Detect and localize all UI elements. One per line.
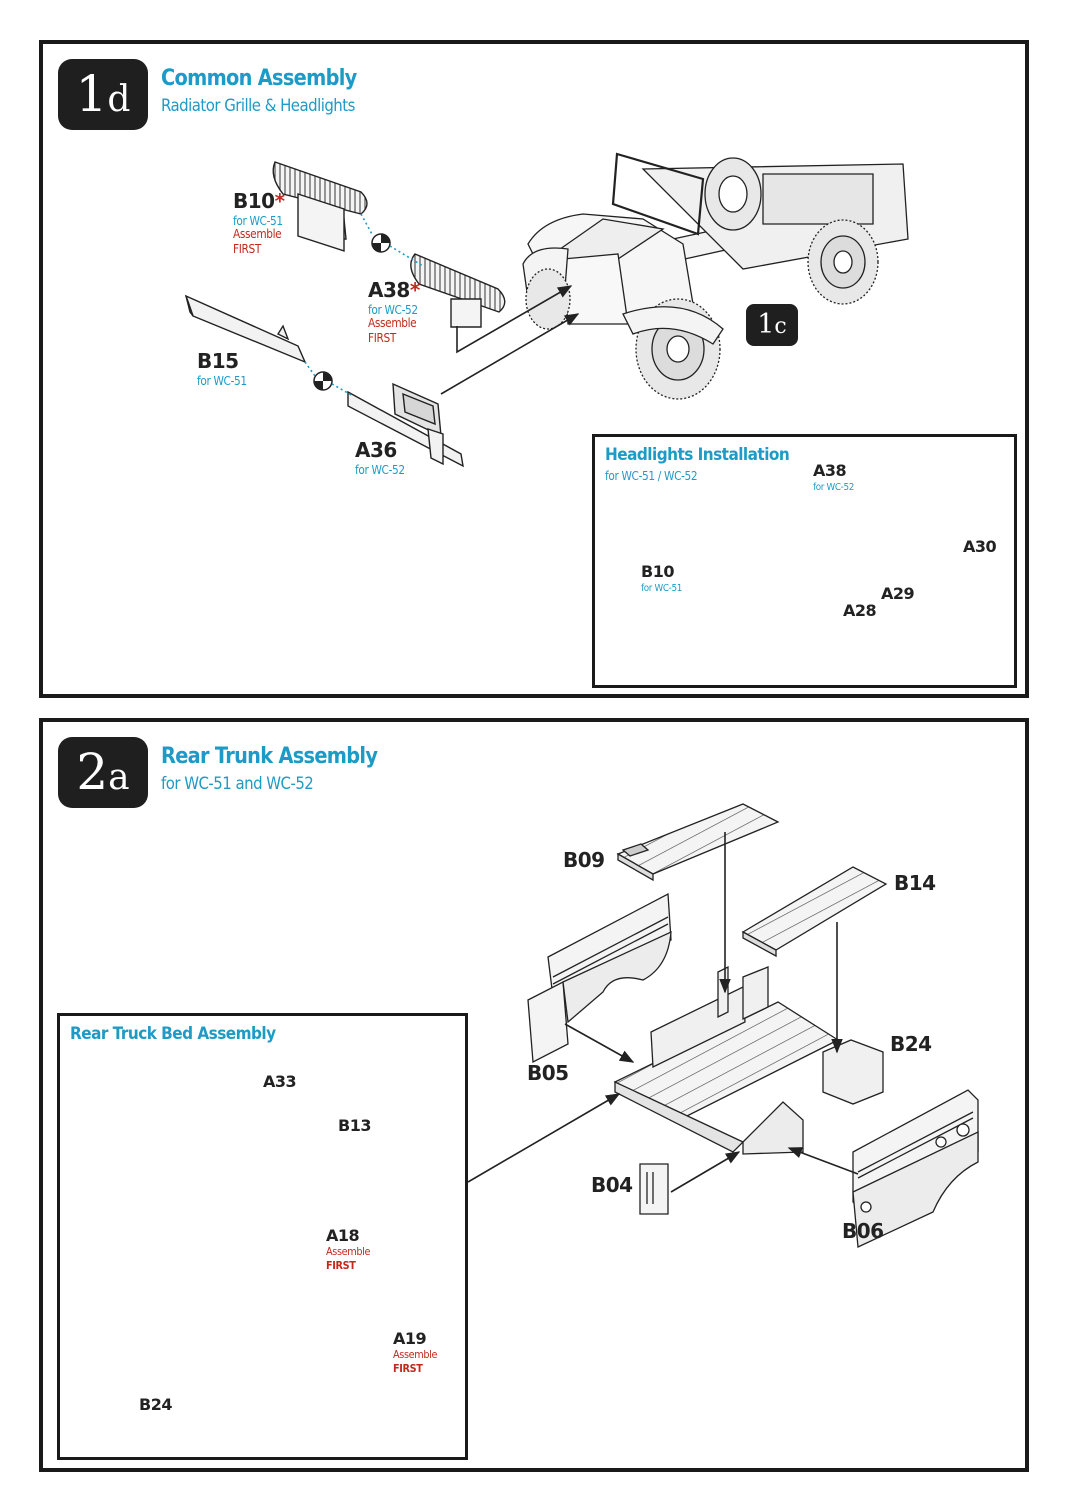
step-2a-panel: 2a Rear Trunk Assembly for WC-51 and WC-… — [39, 718, 1029, 1472]
inset-label-b24: B24 — [139, 1395, 172, 1414]
part-label-b06: B06 — [842, 1219, 884, 1243]
part-label-a36: A36 for WC-52 — [355, 438, 405, 477]
inset-label-a38: A38 for WC-52 — [813, 461, 854, 493]
truck-bed-b24-drawing — [615, 967, 883, 1154]
inset-label-a33: A33 — [263, 1072, 297, 1091]
inset-label-a30: A30 — [963, 537, 997, 556]
side-wall-b06-drawing — [853, 1090, 978, 1247]
step-badge-1d: 1d — [58, 59, 148, 130]
dotted-guide-lines — [305, 214, 423, 396]
floor-plate-b14-drawing — [743, 867, 886, 956]
step-1d-panel: 1d Common Assembly Radiator Grille & Hea… — [39, 40, 1029, 698]
assembly-arrows — [441, 285, 580, 394]
part-label-b14: B14 — [894, 871, 936, 895]
floor-plate-b09-drawing — [618, 804, 778, 880]
part-label-b04: B04 — [591, 1173, 633, 1197]
reference-badge-1c: 1c — [746, 304, 798, 346]
bumper-b15-drawing — [186, 296, 305, 362]
part-label-b09: B09 — [563, 848, 605, 872]
headlights-inset-title: Headlights Installation — [605, 445, 790, 465]
step-title-1d: Common Assembly — [161, 66, 357, 91]
step-subtitle-1d: Radiator Grille & Headlights — [161, 96, 355, 116]
assembly-arrows-2a — [468, 832, 858, 1192]
inset-label-a28: A28 — [843, 601, 877, 620]
headlights-inset-subtitle: for WC-51 / WC-52 — [605, 469, 698, 483]
rear-bed-inset-title: Rear Truck Bed Assembly — [70, 1024, 276, 1044]
part-label-a38: A38* for WC-52 Assemble FIRST — [368, 278, 420, 345]
part-label-b24: B24 — [890, 1032, 932, 1056]
vehicle-chassis-drawing — [523, 154, 908, 399]
rear-truck-bed-inset: Rear Truck Bed Assembly — [57, 1013, 468, 1460]
inset-label-b10: B10 for WC-51 — [641, 562, 682, 594]
headlights-installation-inset: Headlights Installation for WC-51 / WC-5… — [592, 434, 1017, 688]
inset-label-b13: B13 — [338, 1116, 371, 1135]
inset-label-a19: A19 Assemble FIRST — [393, 1329, 438, 1375]
part-label-b05: B05 — [527, 1061, 569, 1085]
inset-label-a18: A18 Assemble FIRST — [326, 1226, 371, 1272]
inset-label-a29: A29 — [881, 584, 915, 603]
step-subtitle-2a: for WC-51 and WC-52 — [161, 774, 314, 794]
alignment-symbol — [314, 234, 390, 390]
grille-a38-drawing — [411, 254, 505, 327]
part-label-b10: B10* for WC-51 Assemble FIRST — [233, 189, 285, 256]
step-badge-2a: 2a — [58, 737, 148, 808]
grille-b10-drawing — [273, 162, 367, 251]
part-label-b15: B15 for WC-51 — [197, 349, 247, 388]
step-title-2a: Rear Trunk Assembly — [161, 744, 378, 769]
winch-bumper-a36-drawing — [348, 384, 463, 466]
side-wall-b05-drawing — [528, 894, 671, 1062]
panel-b04-drawing — [640, 1164, 668, 1214]
